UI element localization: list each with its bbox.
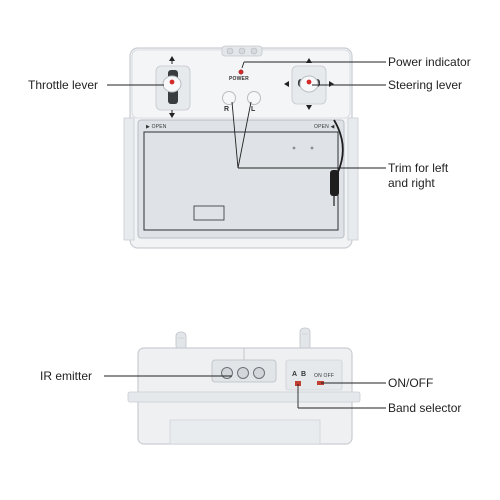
- on-off-switch[interactable]: [317, 381, 324, 385]
- steering-lever-callout: Steering lever: [388, 78, 463, 92]
- right-rail: [347, 117, 359, 241]
- trim-left-button[interactable]: [247, 91, 261, 105]
- trim-callout-line1: Trim for left: [388, 161, 449, 175]
- throttle-lever-callout: Throttle lever: [28, 78, 99, 92]
- top-led-1: [226, 47, 234, 55]
- open-left-label: ▶ OPEN: [146, 124, 167, 130]
- controller-front-view: [107, 45, 386, 249]
- on-off-switch-label: ON OFF: [314, 373, 335, 379]
- open-right-label: OPEN ◀: [314, 124, 335, 130]
- battery-lid-tab: [193, 205, 225, 221]
- trim-callout-line2: and right: [388, 176, 435, 190]
- band-selector-switch[interactable]: [295, 381, 301, 386]
- ir-led-1: [221, 367, 233, 379]
- throttle-lever[interactable]: [155, 56, 191, 118]
- band-selector-callout: Band selector: [388, 401, 462, 415]
- on-off-callout: ON/OFF: [388, 376, 434, 390]
- band-b-label: B: [301, 371, 307, 378]
- ir-led-2: [237, 367, 249, 379]
- back-ridge: [127, 391, 361, 403]
- battery-lid-outline: [143, 131, 339, 231]
- ir-led-3: [253, 367, 265, 379]
- trim-l-label: L: [251, 106, 256, 113]
- ir-emitter-callout: IR emitter: [40, 369, 93, 383]
- controller-back-view: [104, 327, 386, 445]
- trim-r-label: R: [224, 106, 230, 113]
- power-led: [238, 69, 244, 75]
- antenna-plug: [330, 170, 339, 196]
- trim-right-button[interactable]: [222, 91, 236, 105]
- power-label: POWER: [229, 76, 249, 82]
- band-a-label: A: [292, 371, 298, 378]
- battery-lid: [137, 119, 345, 239]
- top-led-2: [238, 47, 246, 55]
- power-indicator-callout: Power indicator: [388, 55, 471, 69]
- left-rail: [123, 117, 135, 241]
- top-led-3: [250, 47, 258, 55]
